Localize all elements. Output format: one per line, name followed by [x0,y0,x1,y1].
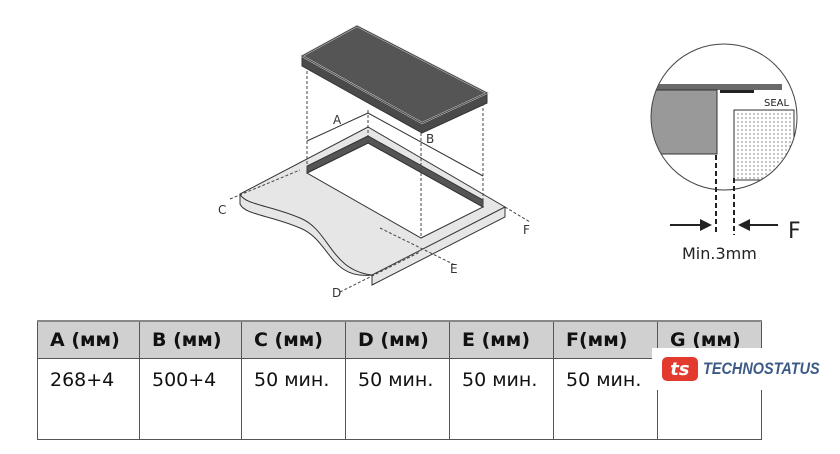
logo-mark: ts [662,357,698,381]
label-c: C [218,203,226,217]
countertop [239,126,506,286]
dimensions-table: A (мм) B (мм) C (мм) D (мм) E (мм) F(мм)… [37,320,762,440]
header-cell: E (мм) [449,320,554,359]
table-cell: 50 мин. [449,358,554,440]
label-f: F [523,223,530,237]
installation-diagram: A B C D E F SEAL F Min.3mm [218,24,801,300]
dimension-lines [306,112,484,177]
projection-lines [229,66,531,293]
label-b: B [426,132,434,146]
table-cell: 50 мин. [553,358,658,440]
table-cell: 268+4 [37,358,140,440]
header-cell: D (мм) [345,320,450,359]
seal-label: SEAL [764,98,790,109]
seal-detail: SEAL F Min.3mm [650,43,801,263]
label-e: E [450,262,458,276]
label-a: A [333,113,342,127]
table-cell: 50 мин. [241,358,346,440]
hob [299,24,490,134]
f-label: F [788,219,801,244]
header-cell: B (мм) [139,320,242,359]
min-gap-label: Min.3mm [682,244,757,263]
table-header-row: A (мм) B (мм) C (мм) D (мм) E (мм) F(мм)… [37,320,762,359]
table-cell: 50 мин. [345,358,450,440]
logo-text: TECHNOSTATUS [702,359,820,378]
technostatus-logo: ts TECHNOSTATUS [652,348,840,390]
label-d: D [332,286,341,300]
header-cell: C (мм) [241,320,346,359]
table-row: 268+4 500+4 50 мин. 50 мин. 50 мин. 50 м… [37,358,762,440]
header-cell: A (мм) [37,320,140,359]
header-cell: F(мм) [553,320,658,359]
table-cell: 500+4 [139,358,242,440]
